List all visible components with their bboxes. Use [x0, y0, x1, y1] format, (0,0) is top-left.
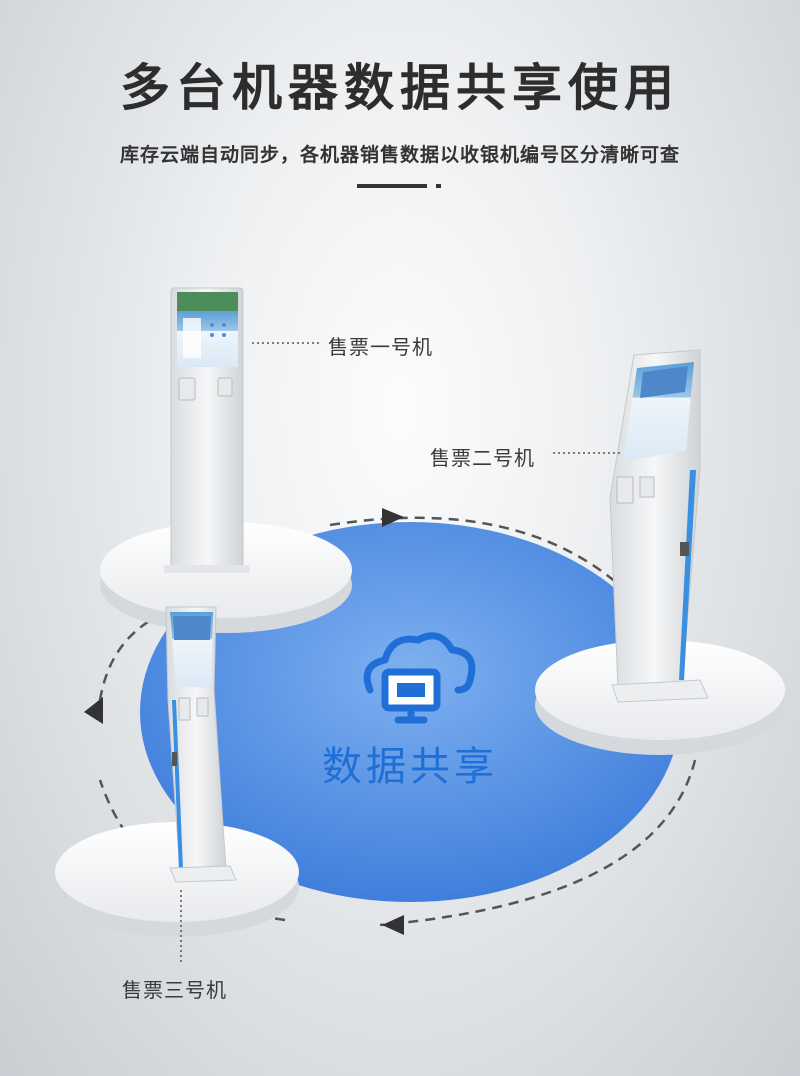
- kiosk-three: [165, 606, 237, 883]
- orbit-arrow-left: [84, 697, 103, 724]
- machine-label-two: 售票二号机: [430, 446, 535, 470]
- page-subtitle: 库存云端自动同步，各机器销售数据以收银机编号区分清晰可查: [119, 144, 680, 166]
- orbit-arrow-bottom: [382, 915, 404, 935]
- machine-label-three: 售票三号机: [122, 978, 227, 1002]
- title-divider: [357, 184, 427, 188]
- title-divider-dot: [436, 184, 441, 188]
- data-share-label: 数据共享: [322, 744, 498, 790]
- machine-label-one: 售票一号机: [328, 335, 433, 359]
- orbit-arrow-top: [382, 508, 404, 527]
- cloud-monitor-icon: [363, 632, 476, 724]
- page-title: 多台机器数据共享使用: [120, 59, 680, 117]
- kiosk-one: [164, 287, 250, 573]
- kiosk-two: [609, 349, 709, 703]
